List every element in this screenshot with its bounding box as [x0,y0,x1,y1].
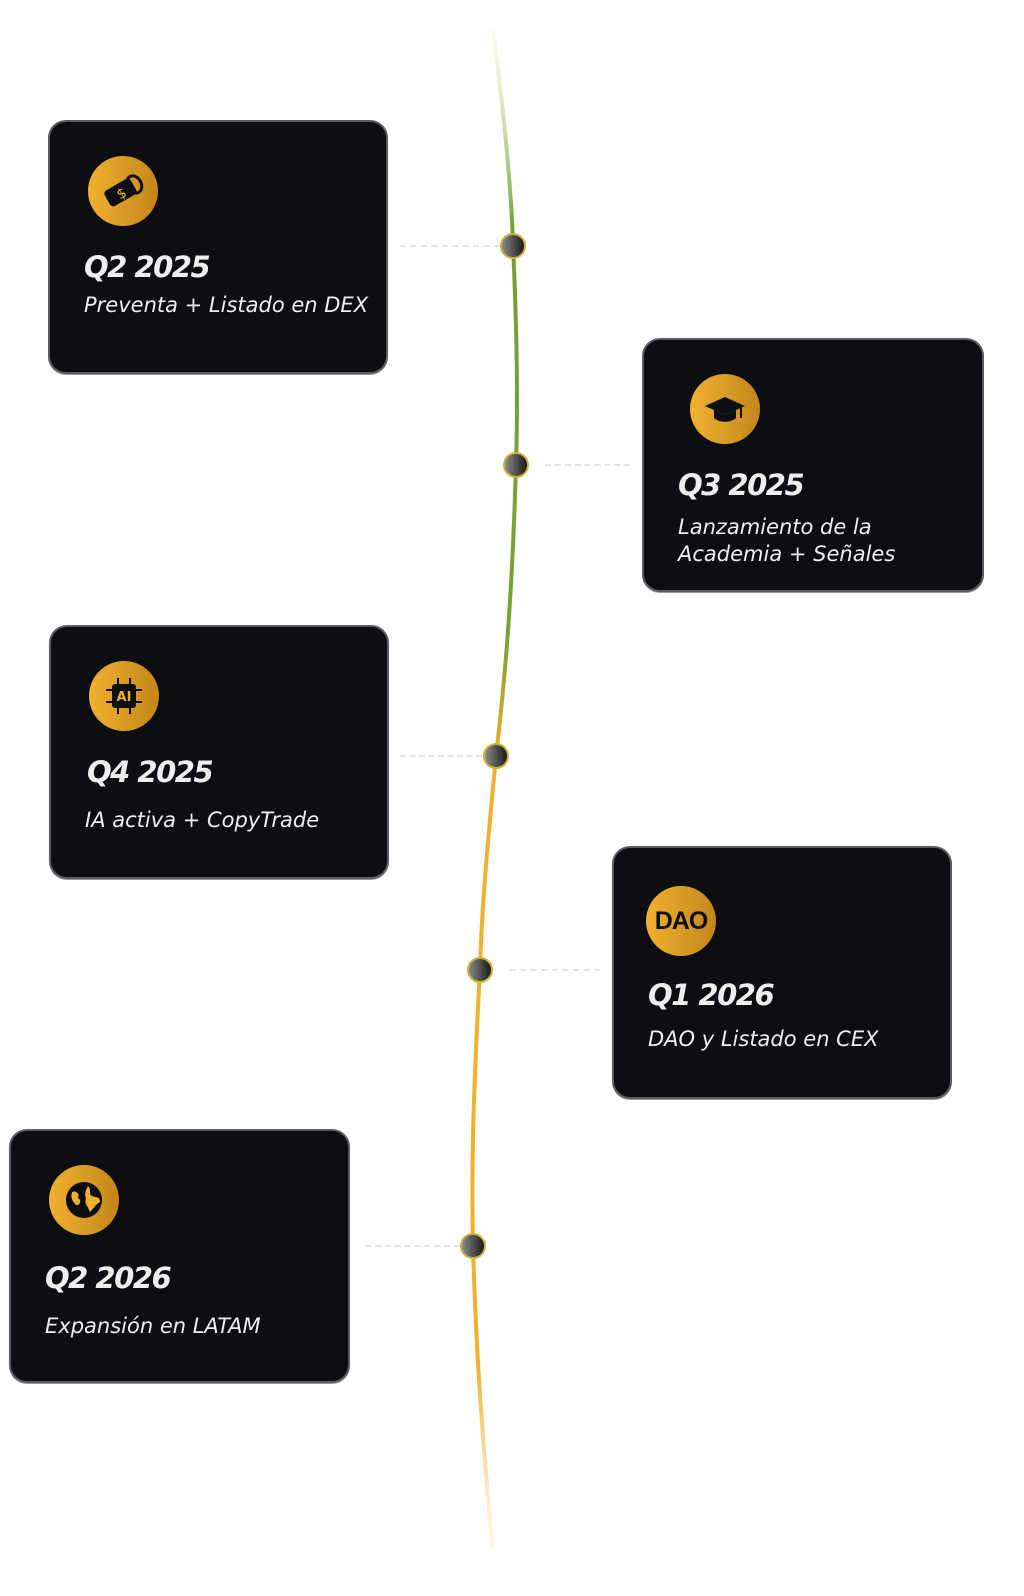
milestone-card: Q3 2025 Lanzamiento de la Academia + Señ… [642,338,984,592]
milestone-card: AI Q4 2025 IA activa + CopyTrade [49,625,389,879]
svg-text:AI: AI [117,690,132,705]
milestone-card: Q2 2026 Expansión en LATAM [9,1129,350,1383]
milestone-quarter: Q4 2025 [87,755,214,789]
timeline-dot [467,957,493,983]
connector [510,969,600,971]
milestone-card: $ Q2 2025 Preventa + Listado en DEX [48,120,388,374]
ai-chip-icon: AI [89,661,159,731]
milestone-quarter: Q2 2025 [84,250,211,284]
graduation-cap-icon [690,374,760,444]
timeline-dot [503,452,529,478]
globe-icon [49,1165,119,1235]
connector [545,464,630,466]
milestone-description: Preventa + Listado en DEX [84,293,369,317]
price-tag-icon: $ [88,156,158,226]
connector [400,245,500,247]
timeline-dot [483,743,509,769]
connector [365,1245,460,1247]
connector [400,755,482,757]
milestone-quarter: Q1 2026 [648,978,775,1012]
milestone-quarter: Q3 2025 [678,468,805,502]
milestone-description: IA activa + CopyTrade [85,808,320,832]
milestone-card: DAO Q1 2026 DAO y Listado en CEX [612,846,952,1099]
timeline-dot [460,1233,486,1259]
milestone-quarter: Q2 2026 [45,1261,172,1295]
milestone-description: Expansión en LATAM [45,1314,261,1338]
milestone-description: DAO y Listado en CEX [648,1027,879,1051]
timeline-dot [500,233,526,259]
milestone-description: Lanzamiento de la Academia + Señales [678,515,896,566]
dao-icon: DAO [646,886,716,956]
